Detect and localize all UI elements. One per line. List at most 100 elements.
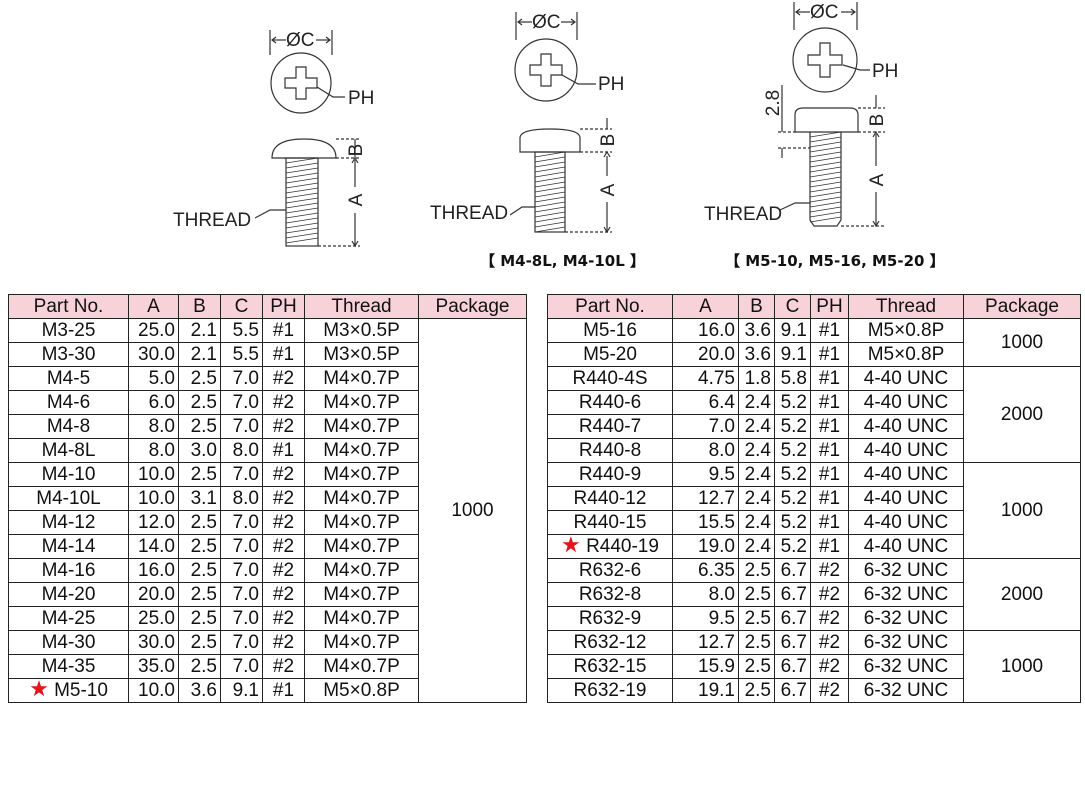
cell-a: 5.0: [128, 366, 179, 391]
cell-ph: #2: [262, 462, 305, 487]
cell-b: 2.5: [738, 558, 775, 583]
cell-b: 2.5: [738, 654, 775, 679]
left-ph-label: PH: [348, 88, 374, 109]
part-number: M4-35: [41, 655, 96, 677]
cell-c: 5.2: [774, 414, 811, 439]
cell-ph: #1: [810, 438, 849, 463]
part-number: R440-19: [586, 536, 659, 557]
cell-ph: #1: [262, 342, 305, 367]
cell-ph: #2: [262, 534, 305, 559]
cell-part-no: R440-6: [547, 390, 673, 415]
right-phillips-icon: [807, 42, 843, 78]
part-number: M3-25: [41, 319, 96, 341]
cell-c: 5.2: [774, 462, 811, 487]
cell-b: 2.1: [178, 342, 221, 367]
cell-b: 2.4: [738, 462, 775, 487]
cell-a: 9.5: [672, 606, 739, 631]
cell-ph: #1: [810, 390, 849, 415]
cell-a: 20.0: [672, 342, 739, 367]
cell-part-no: R632-19: [547, 678, 673, 703]
cell-a: 10.0: [128, 486, 179, 511]
cell-thread: M4×0.7P: [304, 630, 419, 655]
cell-a: 25.0: [128, 606, 179, 631]
cell-b: 2.5: [178, 534, 221, 559]
cell-c: 6.7: [774, 582, 811, 607]
right-b-label: B: [867, 114, 888, 127]
cell-thread: M4×0.7P: [304, 414, 419, 439]
cell-a: 6.4: [672, 390, 739, 415]
left-head-top-circle: [270, 52, 332, 114]
middle-diameter-label: ØC: [532, 12, 561, 33]
right-ph-label: PH: [872, 61, 898, 82]
cell-ph: #2: [262, 654, 305, 679]
cell-part-no: M4-8: [8, 414, 129, 439]
cell-b: 2.4: [738, 390, 775, 415]
cell-part-no: ★ M5-10: [8, 678, 129, 703]
cell-c: 8.0: [220, 486, 263, 511]
cell-a: 6.35: [672, 558, 739, 583]
cell-ph: #1: [262, 438, 305, 463]
part-number: R440-12: [573, 487, 647, 509]
header-a: A: [672, 294, 739, 319]
cell-thread: 4-40 UNC: [848, 366, 964, 391]
header-part-no: Part No.: [8, 294, 129, 319]
cell-part-no: M4-5: [8, 366, 129, 391]
cell-thread: M4×0.7P: [304, 366, 419, 391]
cell-a: 30.0: [128, 630, 179, 655]
left-diameter-label: ØC: [286, 30, 315, 51]
part-number: M4-10L: [36, 487, 101, 509]
cell-c: 7.0: [220, 366, 263, 391]
cell-b: 2.4: [738, 414, 775, 439]
left-a-label: A: [346, 193, 367, 206]
cell-b: 2.1: [178, 318, 221, 343]
cell-package: 1000: [963, 630, 1081, 703]
cell-thread: M4×0.7P: [304, 654, 419, 679]
left-b-label: B: [346, 144, 367, 157]
header-thread: Thread: [848, 294, 964, 319]
cell-a: 14.0: [128, 534, 179, 559]
cell-b: 2.5: [738, 582, 775, 607]
cell-b: 3.6: [738, 318, 775, 343]
cell-c: 6.7: [774, 678, 811, 703]
part-number: R440-8: [578, 439, 642, 461]
part-number: R440-9: [578, 463, 642, 485]
right-thread-label: THREAD: [704, 204, 782, 225]
cell-ph: #1: [810, 462, 849, 487]
cell-part-no: M3-30: [8, 342, 129, 367]
cell-thread: M4×0.7P: [304, 558, 419, 583]
cell-a: 12.7: [672, 486, 739, 511]
part-number: M4-20: [41, 583, 96, 605]
cell-a: 4.75: [672, 366, 739, 391]
cell-a: 10.0: [128, 678, 179, 703]
cell-c: 8.0: [220, 438, 263, 463]
cell-b: 2.5: [178, 558, 221, 583]
cell-a: 16.0: [128, 558, 179, 583]
cell-part-no: R440-4S: [547, 366, 673, 391]
cell-a: 16.0: [672, 318, 739, 343]
cell-b: 1.8: [738, 366, 775, 391]
cell-c: 5.2: [774, 510, 811, 535]
right-diameter-label: ØC: [810, 2, 839, 23]
cell-ph: #1: [810, 534, 849, 559]
cell-a: 8.0: [128, 414, 179, 439]
cell-c: 6.7: [774, 606, 811, 631]
middle-screw-drawing: [509, 12, 612, 234]
right-a-label: A: [867, 173, 888, 186]
cell-b: 2.5: [178, 606, 221, 631]
cell-a: 19.1: [672, 678, 739, 703]
cell-c: 5.5: [220, 318, 263, 343]
cell-c: 7.0: [220, 558, 263, 583]
cell-ph: #2: [810, 630, 849, 655]
right-labels: ØC PH 2.8 B A THREAD: [704, 2, 898, 225]
cell-b: 2.5: [738, 606, 775, 631]
cell-part-no: M4-12: [8, 510, 129, 535]
cell-thread: 4-40 UNC: [848, 510, 964, 535]
